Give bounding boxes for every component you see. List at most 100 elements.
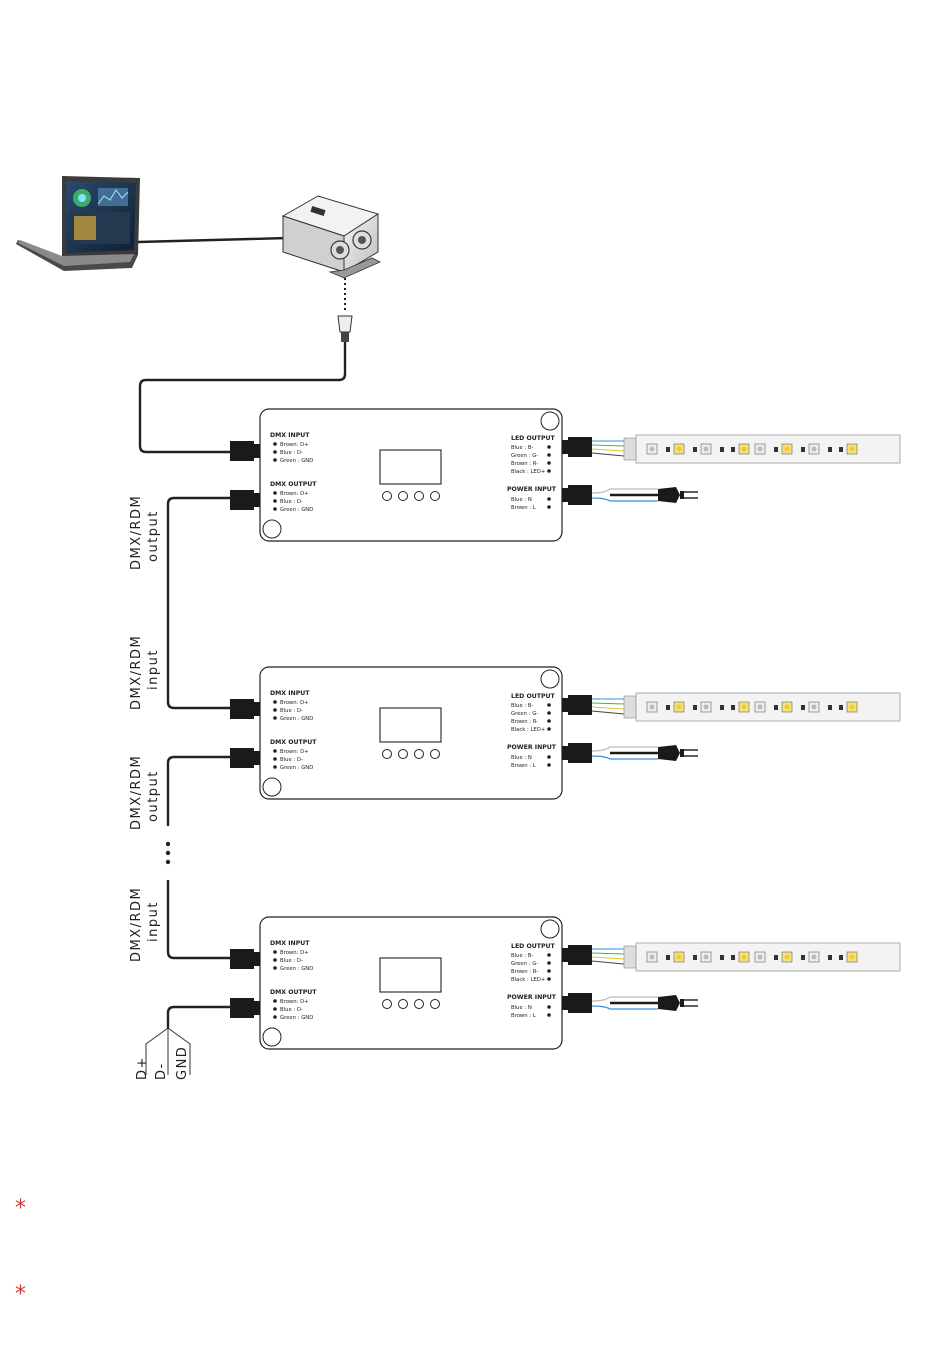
dmx-output-row: Blue : D- [280, 757, 303, 763]
dmx-output-title: DMX OUTPUT [270, 481, 317, 488]
laptop-icon [16, 176, 140, 271]
side-label-output-2: DMX/RDM output [129, 755, 161, 830]
dmx-input-row: Brown: D+ [280, 950, 309, 956]
power-input-row: Blue : N [511, 1005, 532, 1011]
led-lens [676, 704, 682, 710]
led-resistor [774, 705, 778, 710]
side-label-input-3: DMX/RDM input [129, 887, 161, 962]
note-marker: * [15, 1196, 26, 1221]
led-resistor [693, 955, 697, 960]
power-plug-icon [590, 743, 700, 763]
led-output-row: Black : LED+ [511, 977, 545, 983]
dmx-input-row: Blue : D- [280, 708, 303, 714]
led-output-row: Green : G- [511, 711, 538, 717]
controller-3: DMX INPUT Brown: D+ Blue : D- Green : GN… [229, 916, 901, 1050]
led-output-row: Green : G- [511, 453, 538, 459]
led-output-title: LED OUTPUT [511, 943, 556, 950]
power-input-row: Brown : L [511, 505, 536, 511]
side-label-line: DMX/RDM [129, 495, 144, 570]
terminal-cable [166, 1005, 232, 1028]
led-lens [741, 954, 747, 960]
led-lens [741, 446, 747, 452]
led-lens [757, 446, 763, 452]
led-resistor [666, 705, 670, 710]
side-label-line: output [146, 770, 161, 822]
dmx-chain-cable-3 [166, 880, 232, 960]
led-strip-leds [646, 701, 858, 713]
dmx-input-row: Green : GND [280, 458, 313, 464]
side-label-input-2: DMX/RDM input [129, 635, 161, 710]
dmx-input-row: Brown: D+ [280, 442, 309, 448]
dmx-input-row: Blue : D- [280, 958, 303, 964]
led-resistor [828, 955, 832, 960]
led-output-row: Black : LED+ [511, 469, 545, 475]
led-output-row: Brown : R- [511, 969, 538, 975]
led-lens [784, 954, 790, 960]
led-resistor [693, 447, 697, 452]
led-strip-leds [646, 951, 858, 963]
dmx-output-row: Green : GND [280, 765, 313, 771]
side-label-line: output [146, 510, 161, 562]
terminal-label-gnd: GND [175, 1046, 190, 1080]
side-label-output-1: DMX/RDM output [129, 495, 161, 570]
led-lens [703, 704, 709, 710]
led-output-row: Blue : B- [511, 953, 534, 959]
led-lens [849, 446, 855, 452]
side-label-line: DMX/RDM [129, 635, 144, 710]
led-output-row: Black : LED+ [511, 727, 545, 733]
led-lens [676, 954, 682, 960]
note-marker: * [15, 1282, 26, 1307]
led-resistor [731, 447, 735, 452]
led-resistor [731, 705, 735, 710]
led-resistor [666, 955, 670, 960]
led-lens [676, 446, 682, 452]
led-output-row: Green : G- [511, 961, 538, 967]
power-input-title: POWER INPUT [507, 744, 557, 751]
xlr-plug-icon [337, 315, 353, 342]
led-output-title: LED OUTPUT [511, 435, 556, 442]
led-resistor [666, 447, 670, 452]
led-resistor [801, 955, 805, 960]
led-lens [703, 954, 709, 960]
dmx-output-row: Blue : D- [280, 499, 303, 505]
terminal-label-d-plus: D+ [135, 1056, 150, 1080]
led-lens [757, 704, 763, 710]
led-resistor [801, 447, 805, 452]
led-output-row: Blue : B- [511, 703, 534, 709]
led-lens [649, 446, 655, 452]
dmx-output-row: Brown: D+ [280, 999, 309, 1005]
dmx-output-title: DMX OUTPUT [270, 989, 317, 996]
led-resistor [693, 705, 697, 710]
dmx-output-row: Brown: D+ [280, 749, 309, 755]
dmx-input-row: Green : GND [280, 966, 313, 972]
dmx-interface-icon [281, 195, 381, 279]
terminal-label-d-minus: D- [154, 1062, 169, 1080]
led-lens [741, 704, 747, 710]
led-resistor [731, 955, 735, 960]
dmx-cable-main [138, 342, 347, 454]
led-lens [811, 954, 817, 960]
led-resistor [774, 447, 778, 452]
power-plug-icon [590, 485, 700, 505]
dmx-input-title: DMX INPUT [270, 940, 310, 947]
dmx-input-title: DMX INPUT [270, 432, 310, 439]
led-resistor [720, 447, 724, 452]
continuation-dots [165, 841, 171, 865]
dmx-input-row: Green : GND [280, 716, 313, 722]
dmx-chain-cable-1 [166, 496, 232, 710]
dmx-output-row: Green : GND [280, 1015, 313, 1021]
led-strip-leds [646, 443, 858, 455]
led-lens [849, 704, 855, 710]
led-lens [703, 446, 709, 452]
led-lens [649, 704, 655, 710]
led-output-row: Brown : R- [511, 461, 538, 467]
led-lens [649, 954, 655, 960]
led-lens [849, 954, 855, 960]
led-lens [757, 954, 763, 960]
led-output-row: Brown : R- [511, 719, 538, 725]
side-label-line: DMX/RDM [129, 755, 144, 830]
led-resistor [828, 705, 832, 710]
power-input-title: POWER INPUT [507, 994, 557, 1001]
side-label-line: input [146, 649, 161, 690]
power-input-row: Blue : N [511, 497, 532, 503]
